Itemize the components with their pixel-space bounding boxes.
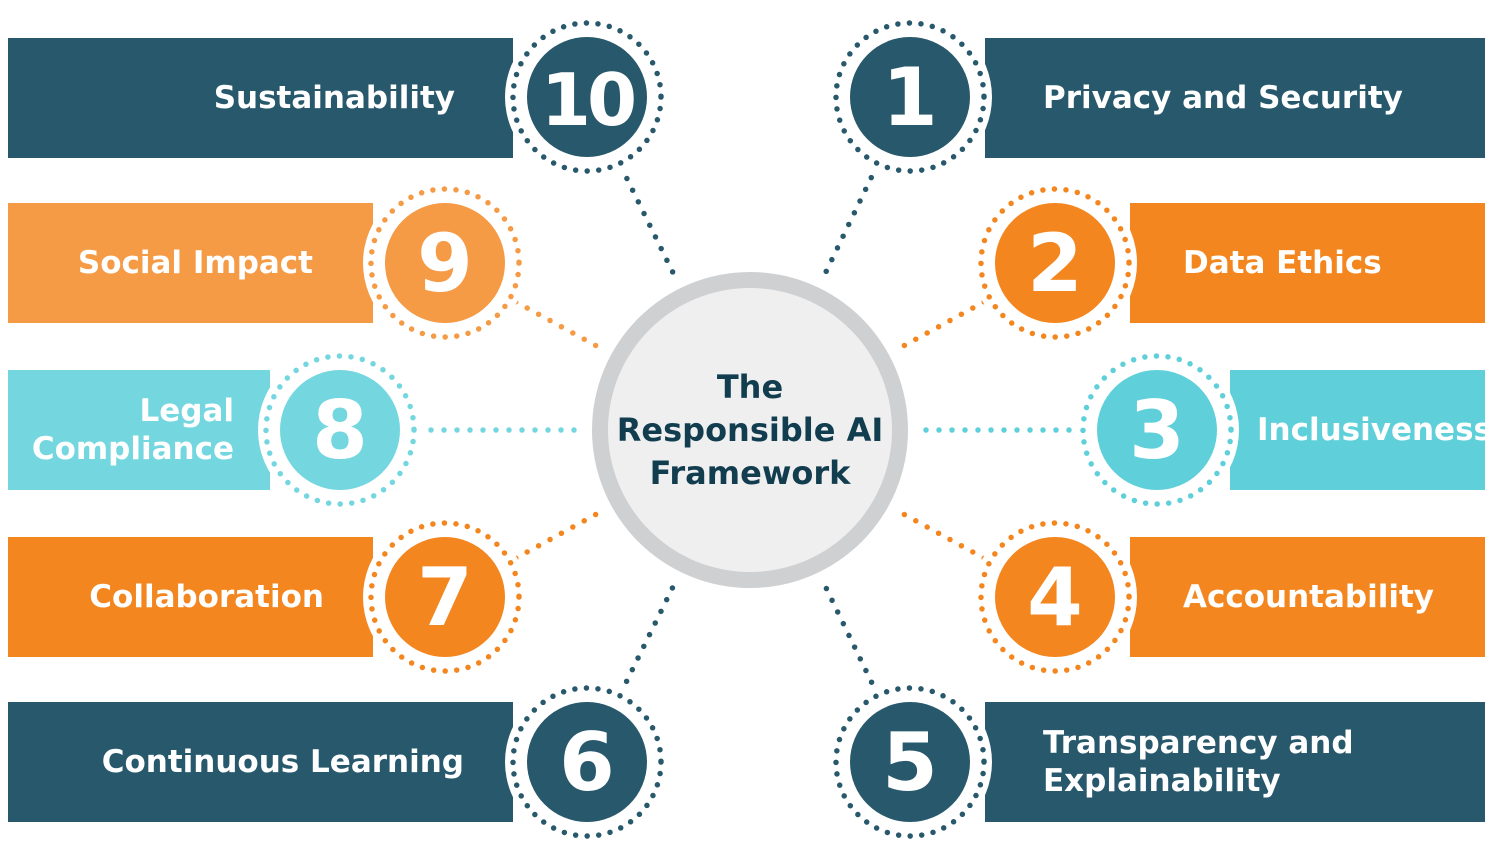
badge-9 [385,203,505,323]
badge-dotted-ring-3 [1080,353,1234,507]
item-label-text-8: Legal Compliance [31,393,234,467]
item-label-8: Legal Compliance [20,370,234,490]
badge-dotted-ring-8 [263,353,417,507]
center-title-text: The Responsible AI Framework [616,367,884,492]
badge-dotted-ring-9 [368,186,522,340]
item-label-5: Transparency and Explainability [1043,702,1473,822]
connector-line-6 [619,585,676,693]
badge-dotted-ring-2 [978,186,1132,340]
item-label-text-9: Social Impact [77,245,313,281]
badge-dotted-ring-4 [978,520,1132,674]
badge-6 [527,702,647,822]
badge-5 [850,702,970,822]
framework-item-4: 4 [973,515,1485,679]
badge-2 [995,203,1115,323]
badge-7 [385,537,505,657]
connector-line-9 [512,298,599,349]
badge-10 [527,37,647,157]
connector-line-2 [901,298,988,349]
item-label-7: Collaboration [30,537,324,657]
item-label-text-4: Accountability [1183,579,1435,615]
band-8 [8,370,270,490]
connector-line-4 [901,511,988,562]
center-hub [592,272,908,588]
badge-number-6: 6 [559,716,615,809]
badge-dotted-ring-5 [833,685,987,839]
badge-1 [850,37,970,157]
band-1 [985,38,1485,158]
framework-item-1: 1 [828,15,1485,179]
item-label-text-10: Sustainability [213,80,455,116]
item-label-text-5: Transparency and Explainability [1043,725,1354,799]
item-label-3: Inclusiveness [1257,370,1497,490]
connector-line-1 [823,166,879,275]
badge-number-7: 7 [417,551,473,644]
badge-number-9: 9 [417,217,473,310]
framework-item-10: 10 [8,15,669,179]
item-label-text-1: Privacy and Security [1043,80,1403,116]
connector-line-5 [823,585,879,693]
item-label-4: Accountability [1183,537,1483,657]
band-10 [8,38,513,158]
badge-dotted-ring-10 [510,20,664,174]
badge-4 [995,537,1115,657]
framework-item-7: 7 [8,515,527,679]
connector-line-10 [619,166,676,275]
badge-number-10: 10 [541,58,634,142]
band-5 [985,702,1485,822]
badge-3 [1097,370,1217,490]
band-6 [8,702,513,822]
item-label-1: Privacy and Security [1043,38,1473,158]
band-2 [1130,203,1485,323]
item-label-6: Continuous Learning [30,702,464,822]
band-9 [8,203,373,323]
badge-8 [280,370,400,490]
band-3 [1230,370,1485,490]
badge-number-3: 3 [1129,384,1185,477]
badge-number-1: 1 [882,51,938,144]
connector-lines [417,166,1080,693]
item-label-9: Social Impact [20,203,313,323]
framework-item-6: 6 [8,680,669,844]
center-disc [608,288,892,572]
badge-number-2: 2 [1027,217,1083,310]
badge-number-5: 5 [882,716,938,809]
framework-item-9: 9 [8,181,527,345]
framework-item-2: 2 [973,181,1485,345]
badge-number-8: 8 [312,384,368,477]
item-label-text-7: Collaboration [89,579,324,615]
band-7 [8,537,373,657]
badge-dotted-ring-1 [833,20,987,174]
framework-item-8: 8 [8,348,422,512]
item-label-text-3: Inclusiveness [1257,412,1492,448]
center-title: The Responsible AI Framework [600,360,900,500]
item-label-10: Sustainability [30,38,455,158]
connector-line-7 [512,511,599,562]
band-4 [1130,537,1485,657]
framework-item-3: 3 [1075,348,1485,512]
item-label-text-6: Continuous Learning [101,744,464,780]
item-label-text-2: Data Ethics [1183,245,1382,281]
badge-number-4: 4 [1027,551,1083,644]
badge-dotted-ring-7 [368,520,522,674]
framework-item-5: 5 [828,680,1485,844]
badge-dotted-ring-6 [510,685,664,839]
item-label-2: Data Ethics [1183,203,1483,323]
